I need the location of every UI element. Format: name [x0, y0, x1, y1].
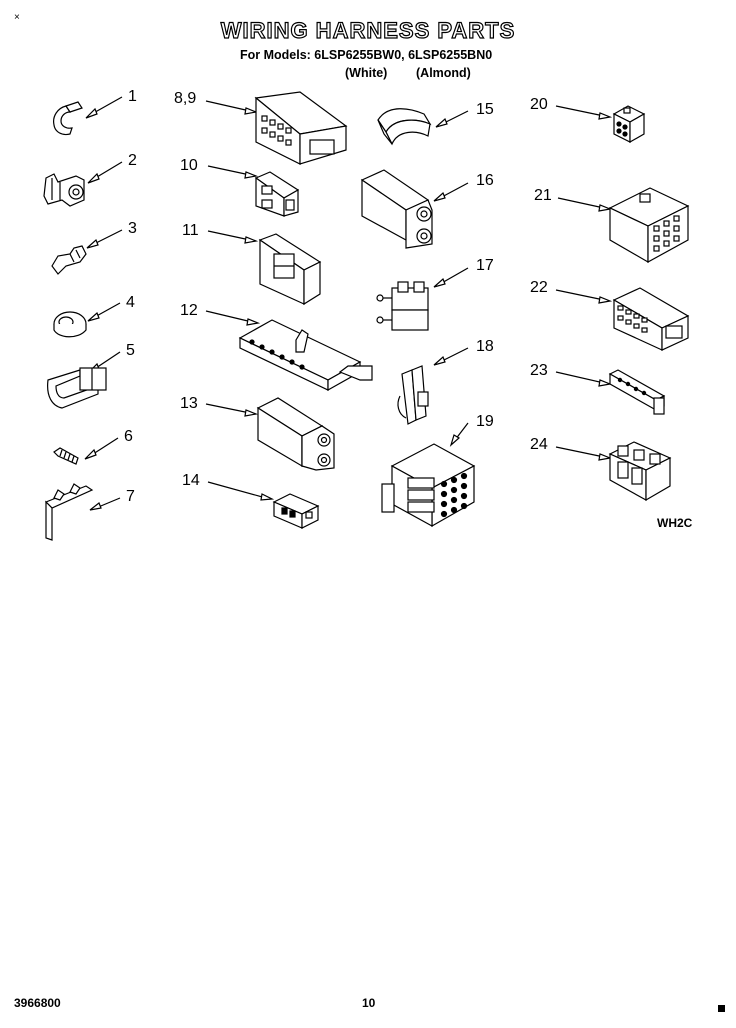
callout-15: 15: [476, 101, 494, 118]
part-1-clip: [53, 101, 83, 136]
part-16-connector: [360, 169, 433, 249]
part-23-dsub-connector: [608, 369, 666, 415]
color-almond-label: (Almond): [416, 66, 471, 80]
color-white-label: (White): [345, 66, 388, 80]
callout-11: 11: [182, 222, 199, 239]
callout-14: 14: [182, 472, 200, 489]
callout-13: 13: [180, 395, 198, 412]
diagram-code: WH2C: [657, 516, 693, 530]
part-5-strap-clamp: [47, 367, 107, 409]
callout-3: 3: [128, 220, 137, 237]
callout-1: 1: [128, 88, 137, 105]
models-line: For Models: 6LSP6255BW0, 6LSP6255BN0: [240, 48, 493, 62]
part-3-clip: [51, 245, 87, 275]
part-12-connector-strip: [238, 319, 373, 392]
part-22-connector: [612, 287, 690, 351]
callout-6: 6: [124, 428, 133, 445]
page-title: WIRING HARNESS PARTS: [220, 17, 516, 43]
callout-17: 17: [476, 257, 494, 274]
leader-arrows: [84, 96, 613, 511]
part-24-connector: [608, 441, 672, 502]
callout-19: 19: [476, 413, 494, 430]
part-17-terminal-block: [376, 281, 429, 331]
callout-2: 2: [128, 152, 137, 169]
callout-21: 21: [534, 187, 552, 204]
callout-18: 18: [476, 338, 494, 355]
callout-24: 24: [530, 436, 548, 453]
part-11-housing: [258, 233, 322, 306]
part-15-curved-clip: [377, 108, 432, 146]
part-7-bracket: [44, 483, 94, 541]
callout-22: 22: [530, 279, 548, 296]
part-21-cube: [608, 187, 690, 264]
callout-8-9: 8,9: [174, 90, 197, 107]
part-19-multi-connector: [381, 443, 476, 528]
page-number: 10: [362, 996, 376, 1010]
doc-number: 3966800: [14, 996, 61, 1010]
part-18-bracket: [397, 365, 429, 425]
part-8-9-connector: [254, 91, 348, 165]
callout-5: 5: [126, 342, 135, 359]
callout-4: 4: [126, 294, 135, 311]
part-14-small-connector: [272, 493, 320, 529]
part-6-screw: [53, 447, 79, 465]
callout-10: 10: [180, 157, 198, 174]
part-2-clamp: [43, 173, 85, 207]
callout-7: 7: [126, 488, 135, 505]
corner-mark: ×: [14, 12, 20, 23]
callout-23: 23: [530, 362, 548, 379]
callout-12: 12: [180, 302, 198, 319]
part-20-small-block: [612, 105, 646, 144]
part-4-grommet: [53, 311, 87, 338]
part-13-connector: [256, 397, 335, 471]
callout-16: 16: [476, 172, 494, 189]
corner-square: [718, 1005, 725, 1012]
callout-20: 20: [530, 96, 548, 113]
part-10-connector: [254, 171, 300, 217]
